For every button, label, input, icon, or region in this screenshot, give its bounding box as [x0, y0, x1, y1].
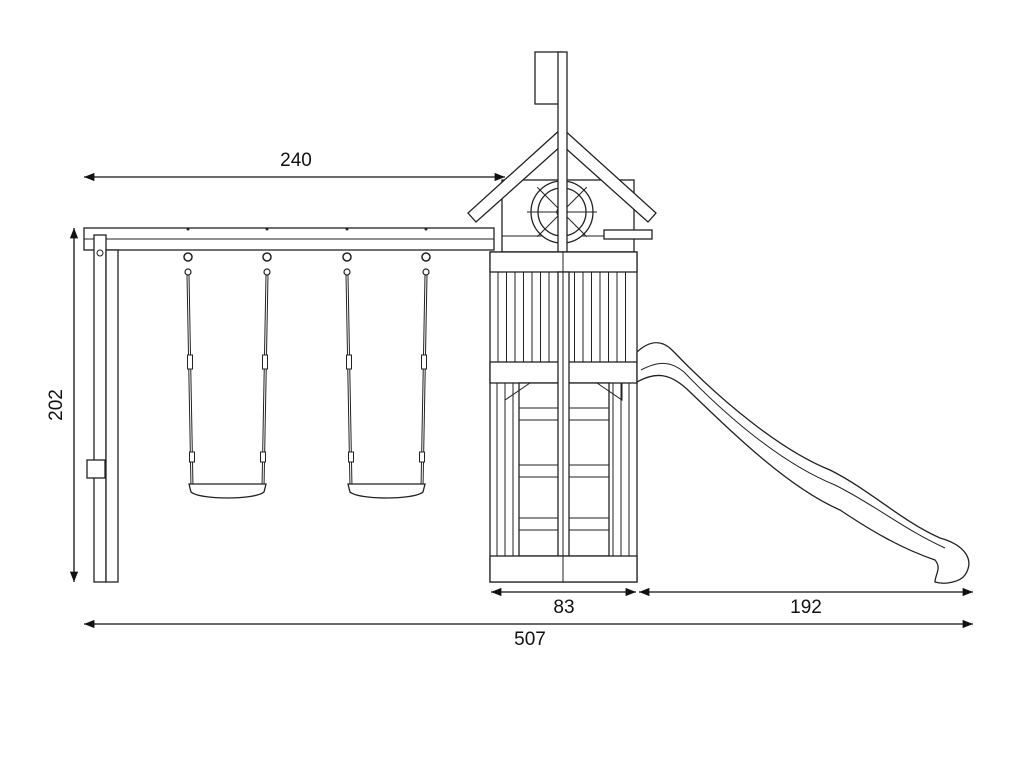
- swing: [183, 252, 272, 499]
- dimension-240: 240: [280, 150, 312, 171]
- dimension-202: 202: [46, 389, 67, 421]
- slide: [636, 342, 970, 584]
- swing-seat: [188, 483, 267, 499]
- tower: [467, 51, 657, 583]
- dimension-lines: [69, 172, 973, 629]
- flag-pole: [557, 51, 568, 253]
- swing: [342, 252, 431, 499]
- flag: [534, 51, 562, 105]
- swings: [183, 252, 431, 499]
- dimension-507: 507: [514, 629, 546, 650]
- swing-frame: [83, 227, 495, 583]
- telescope: [603, 229, 653, 240]
- swing-seat: [347, 483, 426, 499]
- dimension-192: 192: [790, 597, 822, 618]
- dimension-83: 83: [553, 597, 574, 618]
- a-frame-post: [93, 234, 107, 583]
